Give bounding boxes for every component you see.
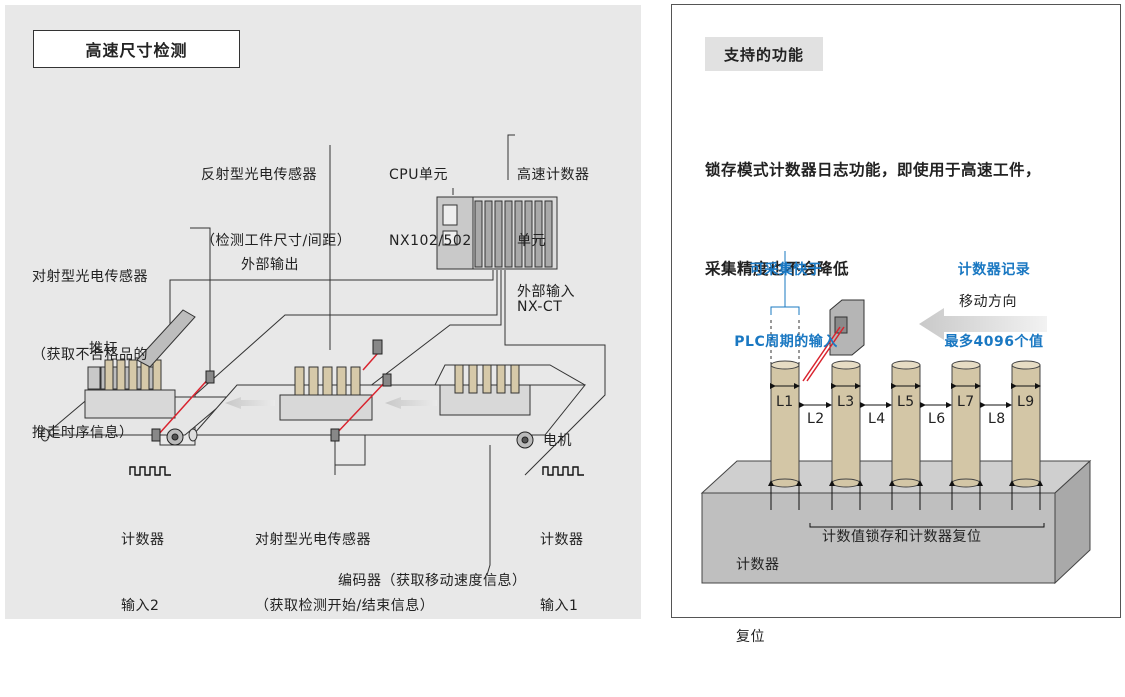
length-l9: L9 [1017,394,1035,410]
pillar-5 [891,360,921,488]
laser-sensor [802,299,865,382]
length-l1: L1 [776,394,794,410]
description-line1: 锁存模式计数器日志功能，即使用于高速工件， [705,161,1042,179]
left-title: 高速尺寸检测 [33,30,240,68]
callout-right: 计数器记录 最多4096个值 [934,210,1054,402]
right-panel: 支持的功能 锁存模式计数器日志功能，即使用于高速工件， 采集精度也不会降低 可采… [671,4,1121,645]
wires [159,134,606,576]
reflective-sensor-label: 反射型光电传感器 （检测工件尺寸/间距） [201,120,351,296]
length-l6: L6 [928,411,946,427]
reset-label-line2: 复位 [736,629,765,645]
reflective-sensor-line1: 反射型光电传感器 [201,167,317,183]
through-sensor-top-line2: （获取不合格品的 [32,347,148,363]
latch-label: 计数值锁存和计数器复位 [822,529,982,545]
description: 锁存模式计数器日志功能，即使用于高速工件， 采集精度也不会降低 [705,88,1041,352]
external-output-label: 外部输出 [241,257,299,273]
pusher-label: 推杆 [89,341,118,357]
external-input-label: 外部输入 [517,284,575,300]
counter-unit-line3: NX-CT [517,299,563,315]
counter-unit-line1: 高速计数器 [517,167,590,183]
length-l7: L7 [957,394,975,410]
flow-arrows [225,397,437,409]
direction-label: 移动方向 [959,294,1017,310]
through-sensor-top-label: 对射型光电传感器 （获取不合格品的 推走时序信息） [32,212,148,498]
left-panel: 高速尺寸检测 反射型光电传感器 （检测工件尺寸/间距） CPU单元 NX102/… [5,5,641,619]
callout-right-line1: 计数器记录 [957,262,1031,278]
counter-input2-line2: 输入2 [121,598,160,614]
conveyor-diagram [40,134,606,576]
callout-bracket [770,251,800,475]
counter-input2-label: 计数器 输入2 [121,485,165,661]
cpu-unit-line1: CPU单元 [389,167,448,183]
latch-arrows [768,480,1043,510]
right-title: 支持的功能 [705,37,823,71]
counter-input1-label: 计数器 输入1 [540,485,584,661]
reset-label-line1: 计数器 [736,557,780,573]
length-l3: L3 [837,394,855,410]
workpiece-middle [279,366,373,421]
sensors [151,339,392,442]
through-sensor-top-line1: 对射型光电传感器 [32,269,148,285]
description-line2: 采集精度也不会降低 [705,260,850,278]
counter-unit-label: 高速计数器 单元 NX-CT [517,120,590,362]
pusher-bar [136,309,196,368]
through-sensor-top-line3: 推走时序信息） [32,425,134,441]
counter-input1-line2: 输入1 [540,598,579,614]
length-l8: L8 [988,411,1006,427]
pulse-icon [129,466,584,476]
counter-input2-line1: 计数器 [121,532,165,548]
encoders [166,428,534,449]
callout-left-line1: 可采集快于 [749,262,823,278]
reset-label: 计数器 复位 [736,505,780,697]
cpu-unit-line2: NX102/502 [389,233,472,249]
reflective-sensor-line2: （检测工件尺寸/间距） [201,233,352,249]
latch-diagram [700,251,1092,585]
callout-right-line2: 最多4096个值 [944,334,1044,350]
encoder-label: 编码器（获取移动速度信息） [338,573,527,589]
laser-beams [157,352,388,436]
through-sensor-bottom-label: 对射型光电传感器 （获取检测开始/结束信息） [255,485,434,661]
through-sensor-bottom-line2: （获取检测开始/结束信息） [255,598,435,614]
length-l4: L4 [868,411,886,427]
workpiece-right [439,364,531,416]
length-arrows [770,383,1041,408]
workpiece-left [84,359,176,419]
callout-left: 可采集快于 PLC周期的输入 [720,210,852,402]
through-sensor-bottom-line1: 对射型光电传感器 [255,532,371,548]
motor-label: 电机 [543,433,572,449]
direction-arrow [919,308,1047,340]
plc-rack [436,196,558,270]
length-l5: L5 [897,394,915,410]
callout-left-line2: PLC周期的输入 [734,334,838,350]
cpu-unit-label: CPU单元 NX102/502 [389,120,472,296]
latch-bracket [809,523,1045,528]
length-l2: L2 [807,411,825,427]
counter-unit-line2: 单元 [517,233,546,249]
counter-input1-line1: 计数器 [540,532,584,548]
